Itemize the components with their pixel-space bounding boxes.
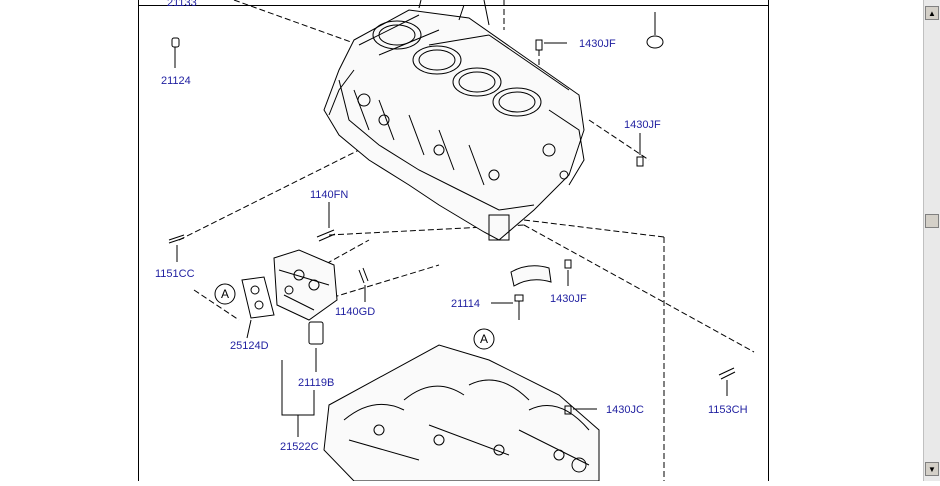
bolt-1153ch (718, 367, 736, 396)
bolt-1151cc (168, 234, 185, 262)
part-label-21133[interactable]: 21133 (167, 0, 197, 9)
bolt-1140gd (358, 267, 369, 302)
callout-a-right: A (480, 332, 488, 346)
pin-1430jc (564, 405, 597, 415)
top-border (0, 5, 923, 6)
main-bearing-cap (510, 259, 572, 287)
bolt-21114 (491, 294, 524, 320)
part-label-21119b[interactable]: 21119B (298, 377, 334, 389)
part-label-25124d[interactable]: 25124D (230, 340, 269, 352)
gasket-25124d (241, 276, 275, 339)
part-label-21522c[interactable]: 21522C (280, 441, 319, 453)
pin-1430jf-top (535, 39, 567, 51)
part-label-1430jf-right[interactable]: 1430JF (624, 119, 661, 131)
oil-filter-21119b (308, 321, 324, 372)
lower-crankcase (323, 344, 600, 482)
scroll-up-icon[interactable]: ▲ (925, 6, 939, 20)
scroll-thumb[interactable] (925, 214, 939, 228)
part-label-21114[interactable]: 21114 (451, 298, 480, 310)
vertical-scrollbar[interactable]: ▲ ▼ (923, 0, 940, 481)
parts-diagram-canvas: 21133 21124 1430JF 1430JF 1140FN 1151CC … (139, 0, 768, 482)
bolt-1140fn (316, 202, 336, 242)
plug-top-right (646, 12, 664, 49)
cylinder-block (323, 0, 585, 241)
scroll-down-icon[interactable]: ▼ (925, 462, 939, 476)
part-label-1430jf-top[interactable]: 1430JF (579, 38, 616, 50)
oil-filter-housing (273, 249, 338, 321)
bracket-21522c (281, 360, 315, 437)
dowel-pin-21124 (171, 37, 180, 68)
part-label-1140fn[interactable]: 1140FN (310, 189, 348, 201)
exploded-engine-diagram: 21133 21124 1430JF 1430JF 1140FN 1151CC … (155, 0, 755, 482)
callout-a-left-circle (214, 283, 236, 305)
part-label-21124[interactable]: 21124 (161, 75, 191, 87)
part-label-1151cc[interactable]: 1151CC (155, 268, 195, 280)
part-label-1430jc[interactable]: 1430JC (606, 404, 644, 416)
left-pane (0, 0, 139, 481)
part-label-1140gd[interactable]: 1140GD (335, 306, 375, 318)
part-label-1430jf-bearing[interactable]: 1430JF (550, 293, 587, 305)
pin-1430jf-right (636, 133, 644, 167)
callout-a-right-circle (473, 328, 495, 350)
callout-a-left: A (221, 287, 229, 301)
part-label-1153ch[interactable]: 1153CH (708, 404, 748, 416)
right-pane (768, 0, 924, 481)
